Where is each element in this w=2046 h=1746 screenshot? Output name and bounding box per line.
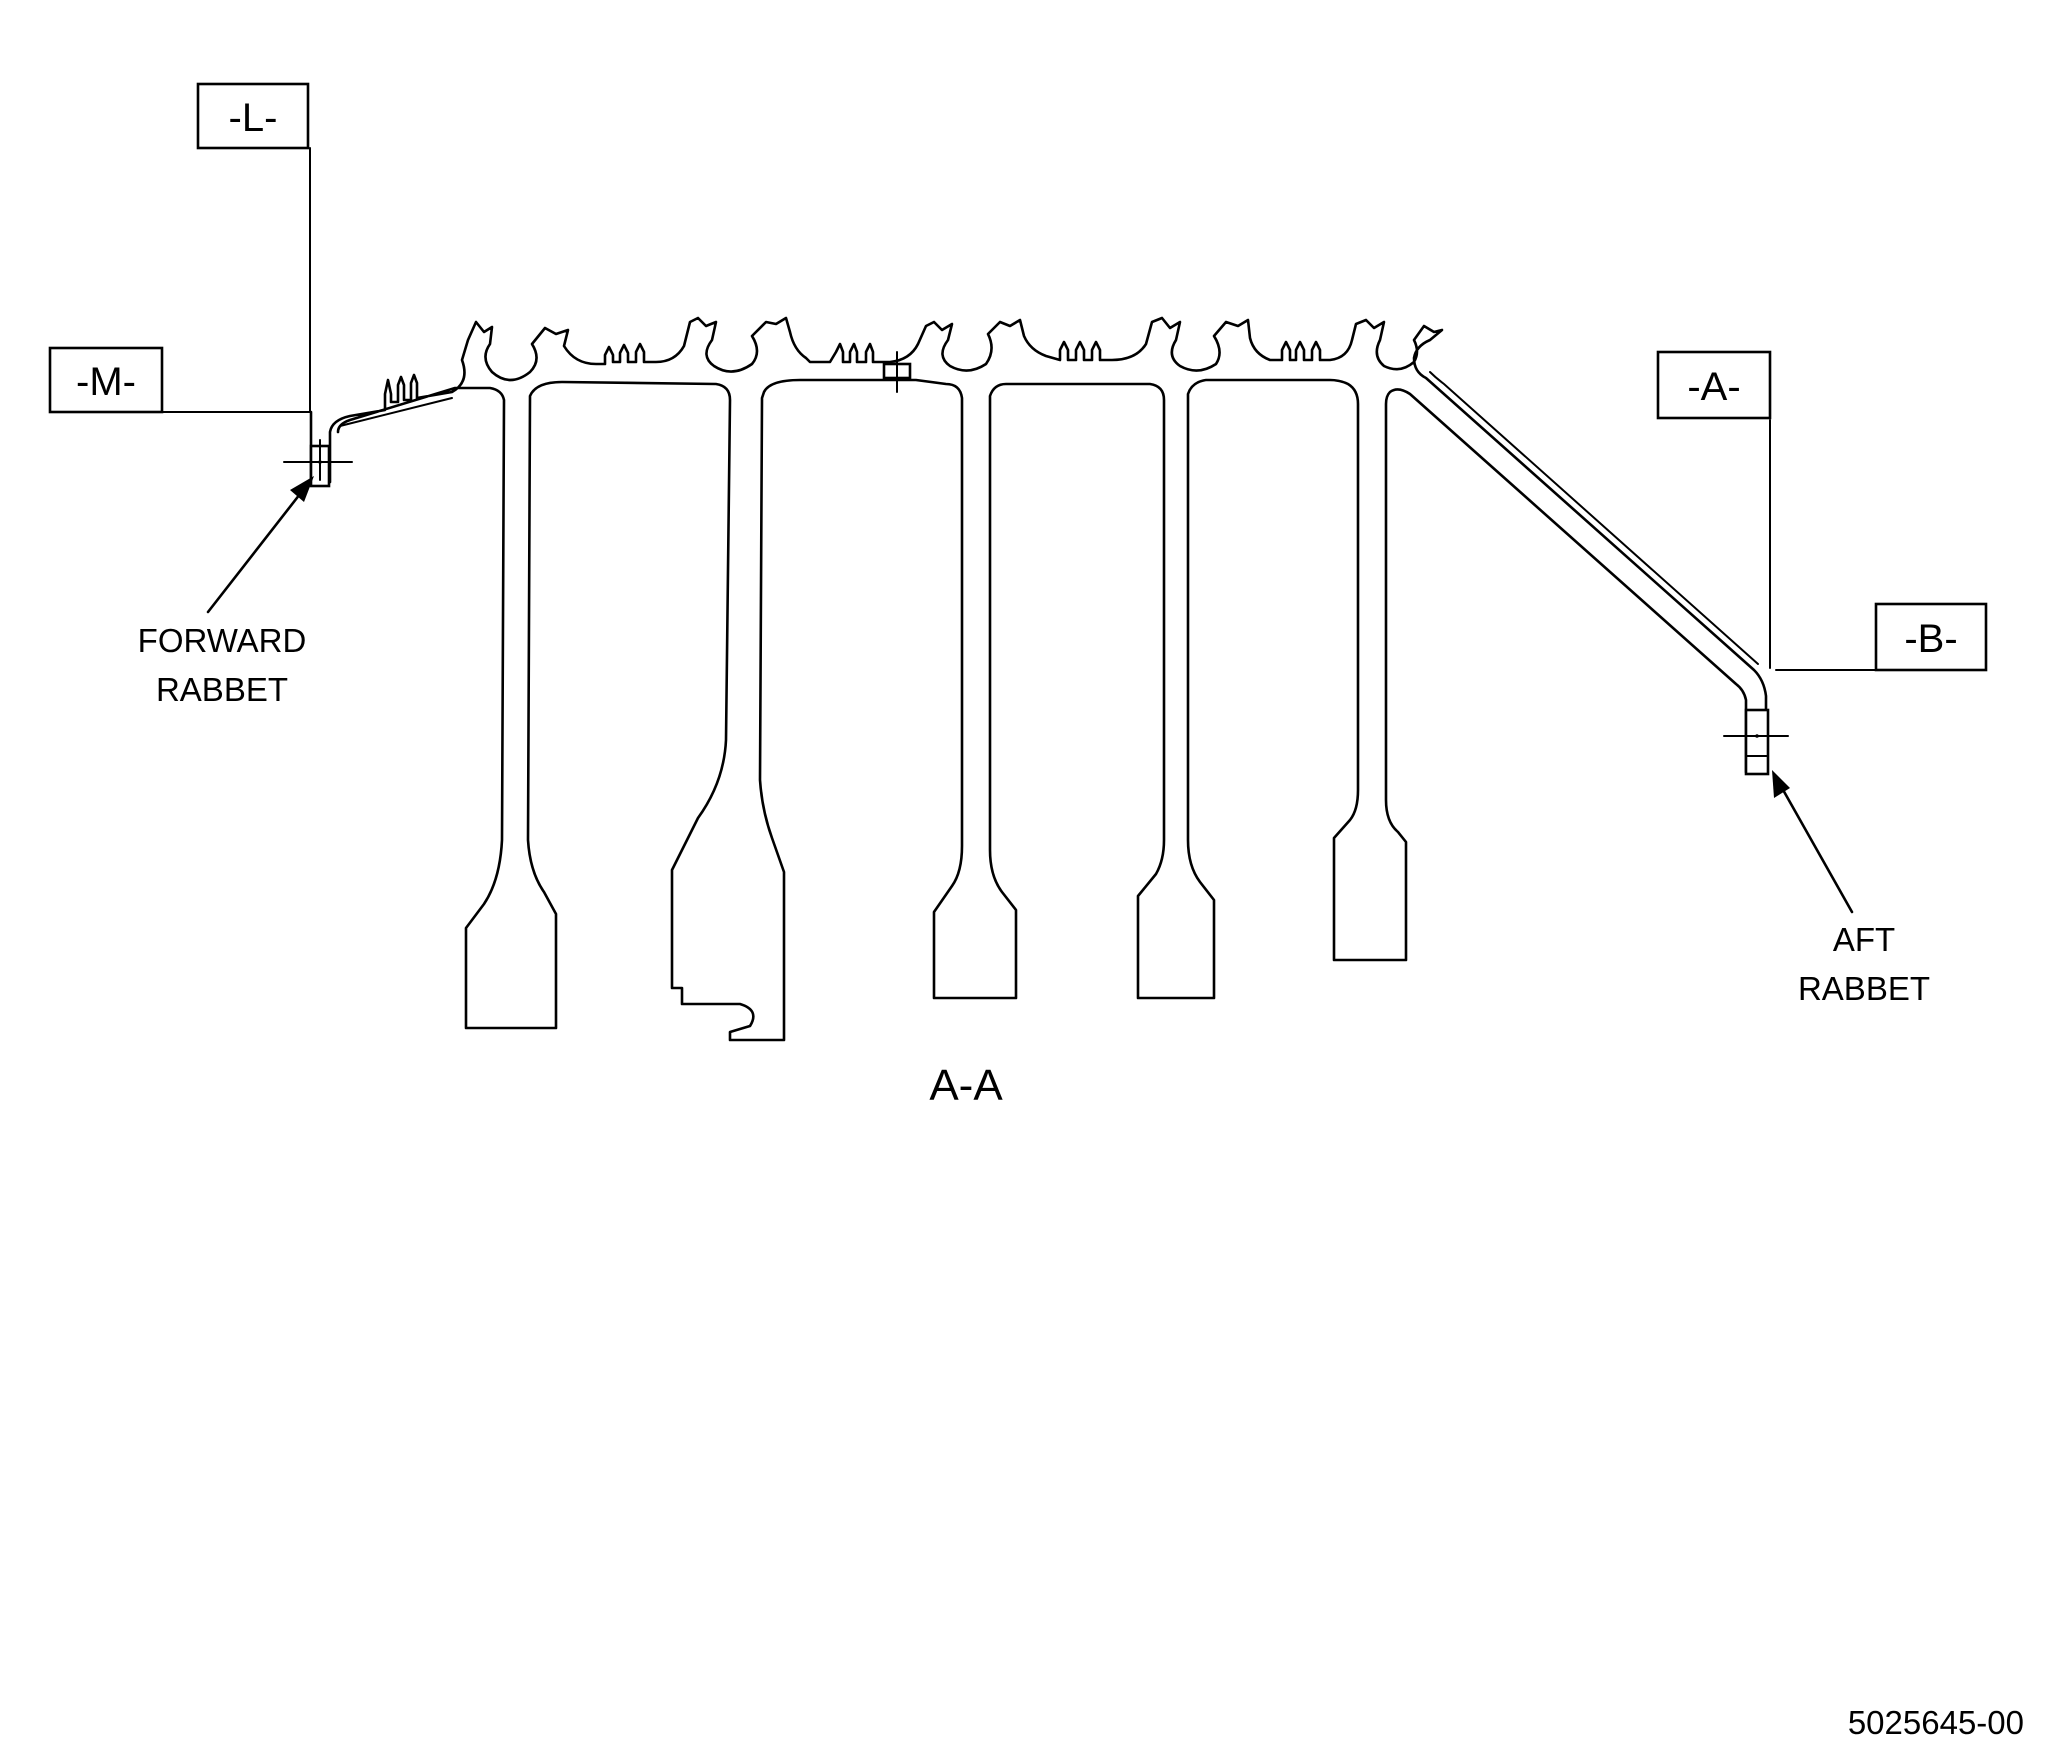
figure-number: 5025645-00 <box>1848 1704 2024 1741</box>
datum-l-label: -L- <box>229 96 278 140</box>
aft-rabbet <box>1723 708 1789 776</box>
forward-rabbet <box>283 439 353 488</box>
datum-a-box: -A- <box>1656 350 1772 420</box>
datum-m-box: -M- <box>48 346 164 414</box>
aft-cone-inner-wall <box>1429 371 1759 665</box>
aft-rabbet-label-line2: RABBET <box>1798 970 1930 1007</box>
forward-rabbet-label-line1: FORWARD <box>138 622 307 659</box>
aft-rabbet-label-line1: AFT <box>1833 921 1895 958</box>
drum-target-mark <box>882 351 912 393</box>
rotor-outer-profile <box>309 316 1768 1042</box>
datum-b-box: -B- <box>1874 602 1988 672</box>
section-title: A-A <box>929 1061 1003 1110</box>
aft-rabbet-arrow <box>1772 770 1854 914</box>
datum-m-label: -M- <box>76 360 136 404</box>
forward-rabbet-arrow <box>206 476 314 614</box>
datum-b-label: -B- <box>1904 617 1957 661</box>
forward-arm-inner-wall <box>339 397 453 427</box>
forward-rabbet-label-line2: RABBET <box>156 671 288 708</box>
datum-l-box: -L- <box>196 82 310 150</box>
datum-a-label: -A- <box>1687 365 1740 409</box>
